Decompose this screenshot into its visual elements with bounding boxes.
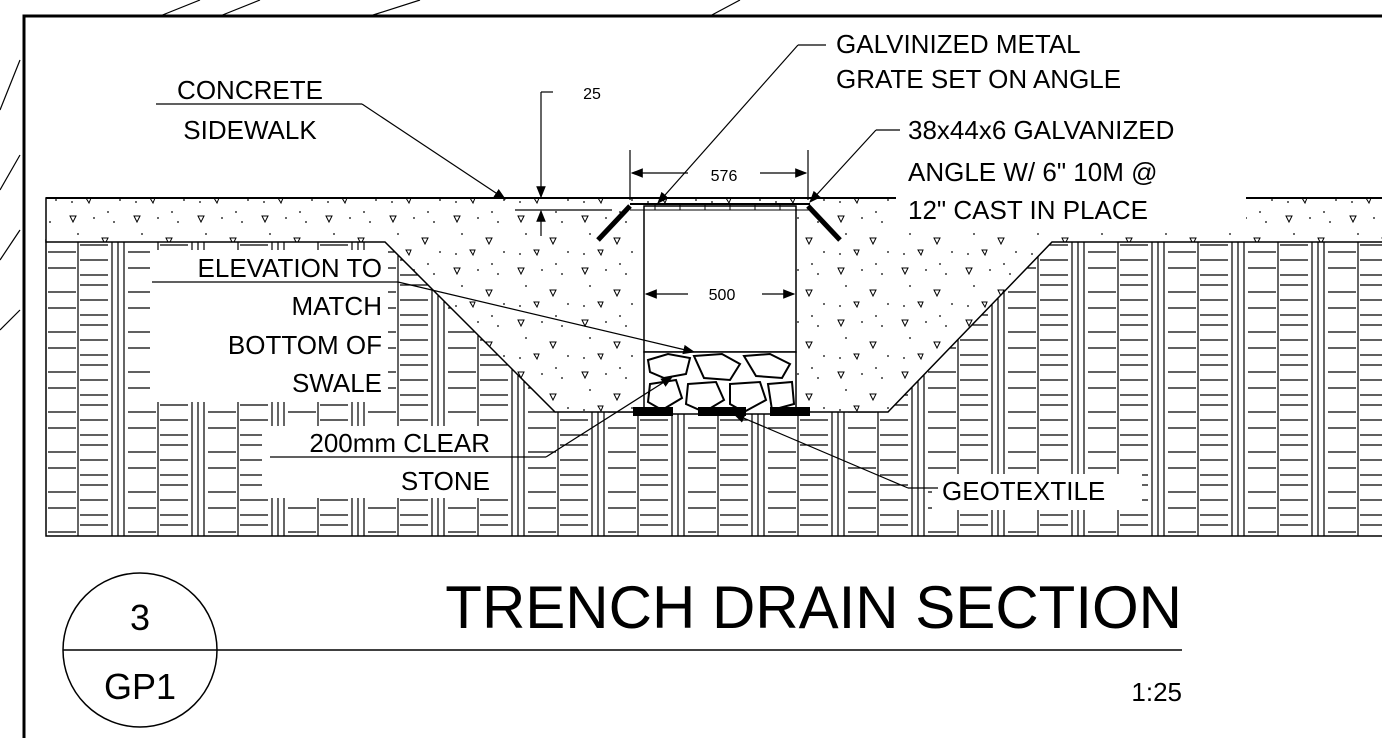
leader-geotextile [732,413,938,489]
leader-grate [657,44,826,204]
sheet-reference: GP1 [104,666,176,707]
label-angle-line2: ANGLE W/ 6" 10M @ [908,157,1157,187]
sheet-border [22,14,1382,738]
label-elevation-line3: BOTTOM OF [228,330,382,360]
angle-anchor-left [596,204,632,242]
detail-number: 3 [130,597,150,638]
label-grate-line1: GALVINIZED METAL [836,29,1081,59]
label-stone-line2: STONE [401,466,490,496]
edge-strokes [0,0,741,331]
label-elevation-line4: SWALE [292,368,382,398]
leader-elevation [152,281,696,355]
label-elevation-line1: ELEVATION TO [198,253,382,283]
geotextile-fabric [633,407,810,416]
label-angle-line1: 38x44x6 GALVANIZED [908,115,1174,145]
label-stone-line1: 200mm CLEAR [309,428,490,458]
dim-grate-width: 576 [711,168,738,185]
dim-channel-width: 500 [709,287,736,304]
dimension-grate-width [629,150,809,200]
drawing-scale: 1:25 [1131,677,1182,707]
label-geotextile: GEOTEXTILE [942,476,1105,506]
label-elevation-line2: MATCH [291,291,382,321]
angle-anchor-right [806,204,842,242]
label-concrete-line2: SIDEWALK [183,115,317,145]
label-grate-line2: GRATE SET ON ANGLE [836,64,1121,94]
trench-channel [643,205,797,353]
leader-stone [270,376,674,458]
dim-top-offset: 25 [583,86,601,103]
leader-angle [809,129,900,203]
clear-stone [643,351,797,415]
dimension-top-offset [515,91,612,236]
drawing-title: TRENCH DRAIN SECTION [445,574,1182,641]
leader-concrete [156,103,506,200]
label-concrete-line1: CONCRETE [177,75,323,105]
label-angle-line3: 12" CAST IN PLACE [908,195,1148,225]
grate [630,203,810,211]
